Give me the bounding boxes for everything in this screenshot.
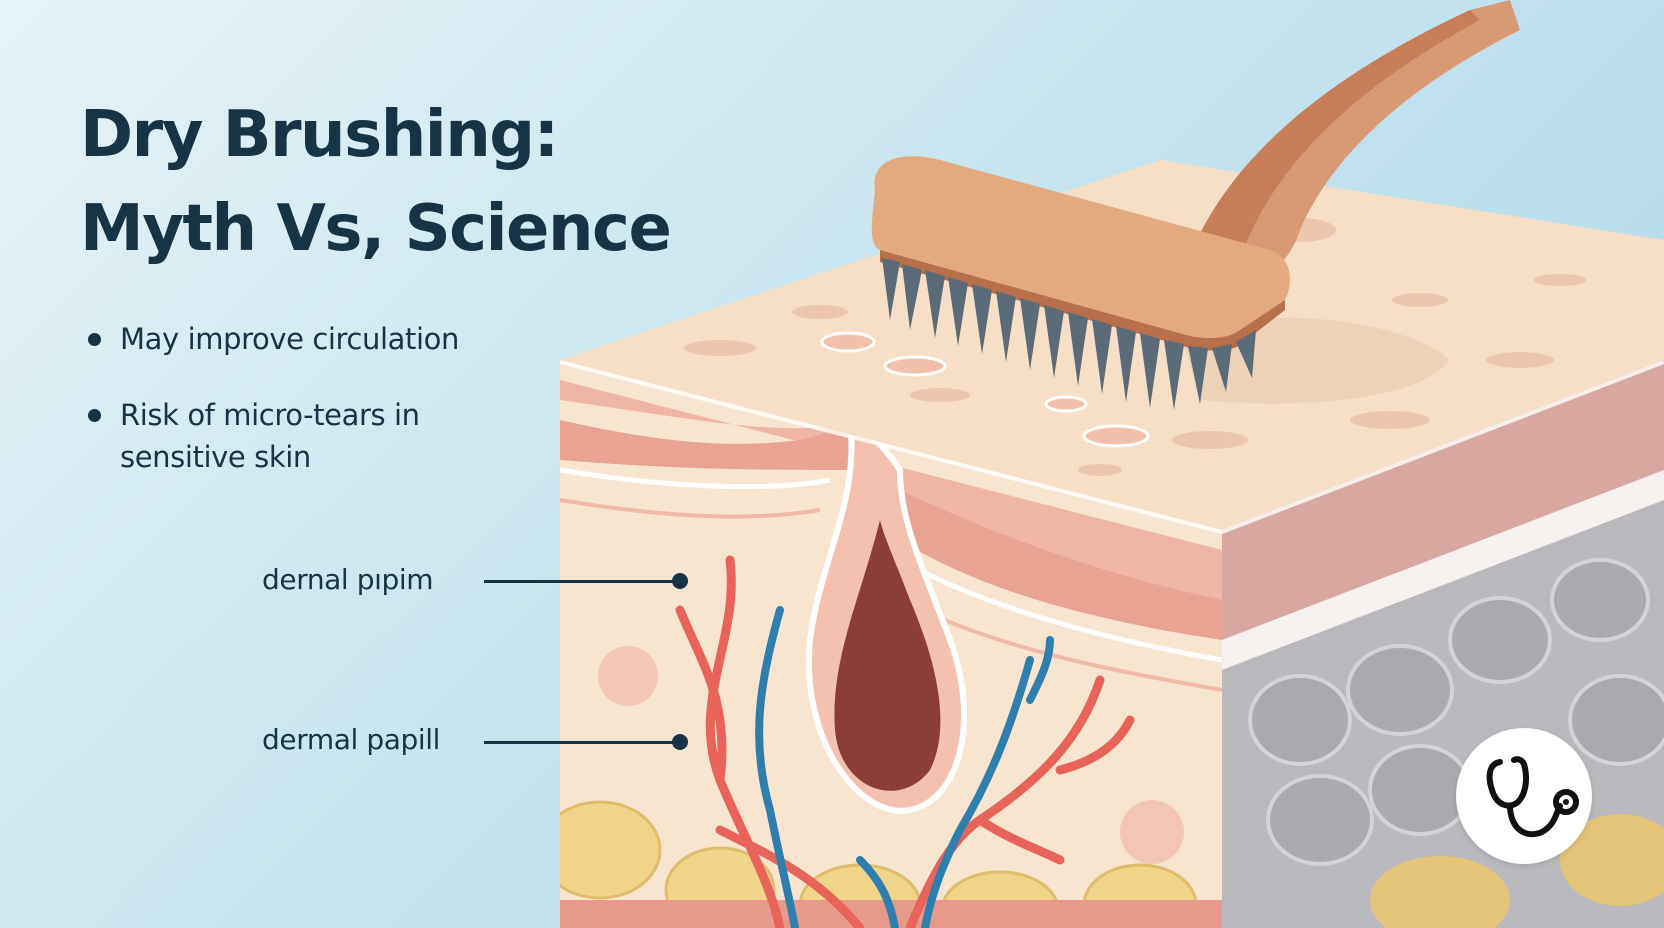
arteries [675,555,1135,928]
bullet-list: May improve circulation Risk of micro-te… [84,318,504,512]
page-title: Dry Brushing: Myth Vs, Science [80,88,672,276]
callout-dot [672,734,688,750]
callout-label-1: dernal pıpim [262,563,434,596]
callout-leader-1 [484,573,688,589]
callout-label-2: dermal papill [262,723,440,756]
stethoscope-icon [1486,756,1579,838]
skin-surface [560,160,1664,530]
brush [871,0,1520,410]
callout-leader-2 [484,734,688,750]
bullet-item: May improve circulation [84,318,504,360]
bullet-item: Risk of micro-tears in sensitive skin [84,394,504,478]
stethoscope-badge [1456,728,1592,864]
skin-droplets [820,331,1150,448]
title-line-2: Myth Vs, Science [80,192,672,266]
skin-pores [684,218,1586,476]
callout-dot [672,573,688,589]
veins [755,606,1054,928]
title-line-1: Dry Brushing: [80,98,559,172]
